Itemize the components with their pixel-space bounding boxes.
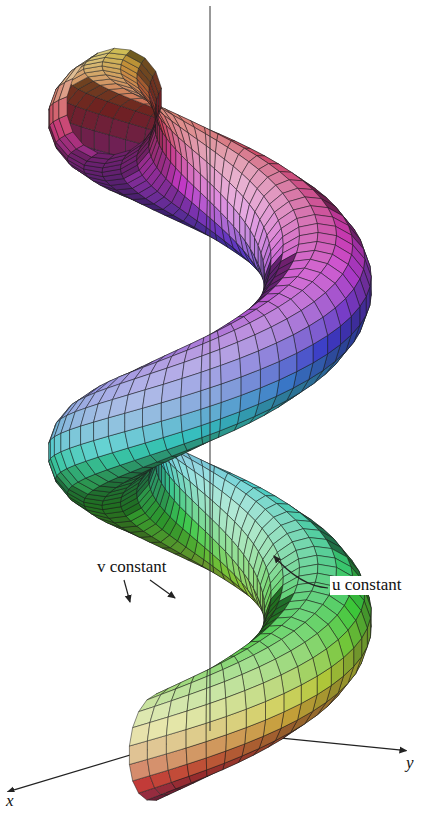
surface-patch <box>226 691 247 717</box>
leader-arrow <box>150 580 175 598</box>
leader-arrow <box>274 556 328 588</box>
surface-patch <box>186 705 206 730</box>
leader-arrow <box>124 580 130 602</box>
surface-patch <box>161 379 182 403</box>
surface-patch <box>92 48 115 57</box>
surface-patch <box>61 430 70 452</box>
surface-patch <box>293 326 313 353</box>
surface-patch <box>221 359 241 385</box>
surface-patch <box>153 107 162 130</box>
parameter-label: v constant <box>95 558 168 577</box>
surface-patch <box>143 384 164 408</box>
surface-patch <box>147 717 168 741</box>
parameter-label: u constant <box>330 576 403 595</box>
surface-patch <box>201 366 221 391</box>
axis-label: y <box>404 754 416 773</box>
surface-patch <box>245 683 266 709</box>
surface-patch <box>50 103 53 125</box>
surface-patch <box>76 53 98 67</box>
surface-patch <box>206 698 226 723</box>
surface-patch <box>53 100 59 122</box>
surface-patch <box>157 121 159 145</box>
surface-patch <box>65 132 84 149</box>
surface-patch <box>281 667 301 694</box>
surface-patch <box>126 140 145 155</box>
surface-patch <box>276 335 296 362</box>
surface-patch <box>65 64 84 83</box>
surface-patch <box>207 162 215 187</box>
surface-patch <box>212 501 220 526</box>
z-axis <box>210 6 211 731</box>
surface-patch <box>50 437 54 459</box>
surface-patch <box>125 390 145 413</box>
surface-patch <box>54 433 61 455</box>
surface-patch <box>129 723 150 747</box>
axis-label: x <box>4 792 16 811</box>
surface-patch <box>166 711 187 735</box>
surface-patch <box>141 58 155 77</box>
surface-patch <box>205 494 213 519</box>
surface-patch <box>59 97 67 119</box>
surface-patch <box>258 343 279 369</box>
surface-patch <box>181 372 201 397</box>
surface-patch <box>240 351 261 377</box>
z-axis-line <box>210 6 211 731</box>
surface-patch <box>59 79 73 100</box>
surface-patch <box>59 115 73 135</box>
surface-patch <box>263 675 284 701</box>
